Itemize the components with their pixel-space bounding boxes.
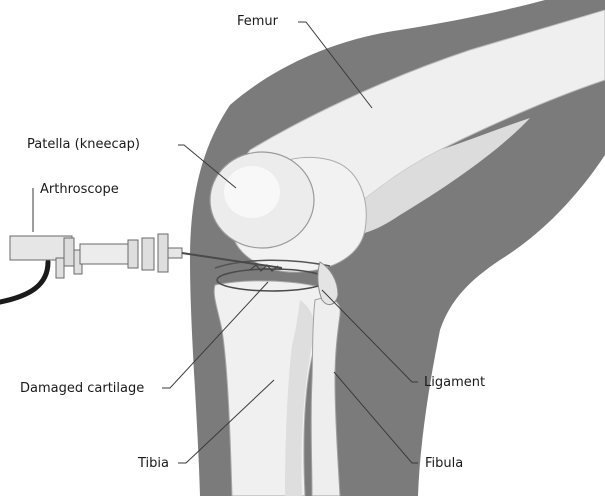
arthroscope-port — [56, 258, 64, 278]
patella-highlight — [224, 166, 280, 218]
arthroscope-ring-3 — [158, 234, 168, 272]
arthroscope-cable — [0, 262, 48, 302]
damaged-cartilage-label: Damaged cartilage — [20, 381, 144, 396]
arthroscope-tip-collar — [168, 248, 182, 258]
tibia-label: Tibia — [137, 456, 169, 471]
arthroscope-handle — [10, 236, 72, 260]
fibula-label: Fibula — [425, 456, 463, 471]
arthroscope-collar — [64, 238, 74, 266]
arthroscope-ring-1 — [128, 240, 138, 268]
patella-label: Patella (kneecap) — [27, 137, 140, 152]
ligament-label: Ligament — [424, 375, 485, 390]
arthroscope-ring-2 — [142, 238, 154, 270]
arthroscope-label: Arthroscope — [40, 182, 119, 197]
femur-label: Femur — [237, 14, 279, 29]
